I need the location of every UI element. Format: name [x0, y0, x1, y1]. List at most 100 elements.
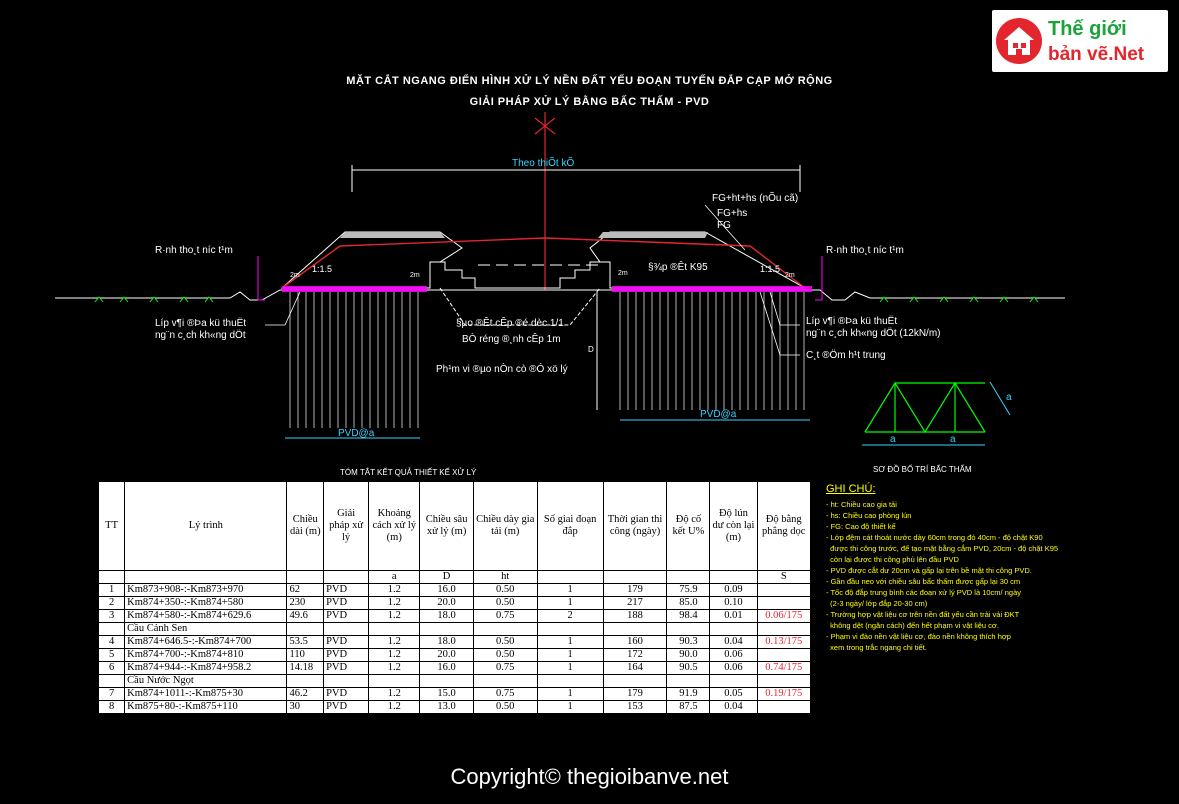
table-cell: PVD — [323, 583, 370, 597]
table-cell: 20.0 — [419, 648, 474, 662]
table-cell: Km875+80-:-Km875+110 — [124, 700, 288, 714]
table-cell: 1 — [536, 661, 604, 675]
table-header-row: TT Lý trình Chiều dài (m) Giải pháp xử l… — [97, 481, 811, 571]
table-cell: 179 — [602, 687, 668, 701]
header-thoi-gian: Thời gian thi công (ngày) — [602, 481, 668, 571]
table-cell: 0.50 — [472, 635, 538, 649]
table-cell — [472, 622, 538, 636]
table-cell: 14.18 — [286, 661, 325, 675]
label-geotextile-right-1: Líp v¶i ®Þa kü thuËt — [806, 316, 898, 327]
excavation-limit — [439, 287, 601, 326]
table-cell: 3 — [97, 609, 126, 623]
header-ly-trinh: Lý trình — [124, 481, 288, 571]
table-cell: 1.2 — [368, 635, 421, 649]
label-slope-right: 1:1.5 — [760, 264, 781, 274]
table-cell: 153 — [602, 700, 668, 714]
table-cell: 90.3 — [666, 635, 711, 649]
label-ranh-right: R·nh tho¸t n­íc t¹m — [826, 245, 904, 256]
table-cell: 62 — [286, 583, 325, 597]
table-cell — [97, 622, 126, 636]
header-chieu-sau: Chiều sâu xử lý (m) — [419, 481, 474, 571]
house-icon — [996, 18, 1042, 64]
note-item: - Trường hợp vật liệu cơ trên nền đất yế… — [826, 610, 1020, 619]
label-scheme-a3: a — [1006, 392, 1012, 403]
table-cell: 13.0 — [419, 700, 474, 714]
note-item: được thi công trước, để tạo mặt bằng cắm… — [826, 544, 1059, 553]
note-item: (2-3 ngày/ lớp đắp 20-30 cm) — [826, 599, 928, 608]
table-cell — [323, 674, 370, 688]
logo-text-line1: Thế giới — [1048, 18, 1127, 40]
note-item: không dệt (ngăn cách) đến hết phạm vi vậ… — [826, 621, 999, 630]
note-item: - Lớp đệm cát thoát nước dày 60cm trong … — [826, 533, 1043, 542]
grass-marks — [94, 296, 1039, 303]
table-cell: 87.5 — [666, 700, 711, 714]
table-cell: 0.50 — [472, 648, 538, 662]
table-cell: 0.75 — [472, 661, 538, 675]
table-cell: 1.2 — [368, 687, 421, 701]
note-item: còn lại được thi công phủ lên đầu PVD — [826, 555, 959, 564]
table-cell: 110 — [286, 648, 325, 662]
table-cell: 1 — [536, 635, 604, 649]
note-item: - ht: Chiều cao gia tải — [826, 500, 897, 509]
table-cell: 6 — [97, 661, 126, 675]
left-pavement — [340, 232, 445, 238]
header-so-giai-doan: Số giai đoạn đắp — [536, 481, 604, 571]
table-cell: 0.19/175 — [756, 687, 811, 701]
table-cell: 16.0 — [419, 661, 474, 675]
table-cell — [602, 674, 668, 688]
table-cell: Km874+700-:-Km874+810 — [124, 648, 288, 662]
label-theo-thiet-ke: Theo thiÕt kÕ — [512, 158, 575, 169]
table-cell: 179 — [602, 583, 668, 597]
table-cell — [602, 622, 668, 636]
table-cell — [536, 674, 604, 688]
table-cell: 98.4 — [666, 609, 711, 623]
table-cell — [323, 622, 370, 636]
table-cell: 5 — [97, 648, 126, 662]
table-cell: 0.50 — [472, 596, 538, 610]
table-cell: 15.0 — [419, 687, 474, 701]
table-caption: TÓM TẮT KẾT QUẢ THIẾT KẾ XỬ LÝ — [340, 468, 477, 477]
table-cell: 1.2 — [368, 648, 421, 662]
table-cell: 1 — [536, 583, 604, 597]
label-dao-dat: §µo ®Êt cÊp ®é dèc 1/1 — [456, 318, 564, 329]
table-cell — [756, 700, 811, 714]
table-row: Cầu Nước Ngọt — [97, 674, 811, 688]
header-chieu-dai: Chiều dài (m) — [286, 481, 325, 571]
table-cell: 4 — [97, 635, 126, 649]
table-cell: PVD — [323, 661, 370, 675]
table-cell — [756, 596, 811, 610]
table-cell — [368, 674, 421, 688]
logo-text-line2: bản vẽ.Net — [1048, 44, 1145, 65]
table-cell: 53.5 — [286, 635, 325, 649]
table-cell: PVD — [323, 700, 370, 714]
table-cell — [756, 583, 811, 597]
note-item: - Phạm vi đào nền vật liệu cơ, đào nền k… — [826, 632, 1011, 641]
table-cell: 7 — [97, 687, 126, 701]
sand-blanket-left — [282, 286, 427, 292]
table-cell — [419, 674, 474, 688]
design-fill-line — [281, 237, 806, 289]
label-scheme-a1: a — [890, 434, 896, 445]
table-cell: Km874+1011-:-Km875+30 — [124, 687, 288, 701]
note-item: - hs: Chiều cao phòng lún — [826, 511, 912, 520]
table-cell: PVD — [323, 609, 370, 623]
cross-section-drawing — [55, 112, 1065, 446]
table-cell: 75.9 — [666, 583, 711, 597]
site-logo[interactable]: Thế giới bản vẽ.Net — [992, 10, 1168, 72]
table-cell: 160 — [602, 635, 668, 649]
table-cell — [419, 622, 474, 636]
table-cell: 0.09 — [709, 583, 758, 597]
copyright-text: Copyright© thegioibanve.net — [450, 764, 729, 789]
label-pham-vi: Ph¹m vi ®µo nÒn cò ®Ó xö lý — [436, 364, 568, 375]
label-geotextile-right-2: ng¨n c¸ch kh«ng dÖt (12kN/m) — [806, 328, 941, 339]
table-cell — [709, 622, 758, 636]
table-cell — [756, 674, 811, 688]
label-width-left2: 2m — [410, 272, 420, 279]
table-cell — [536, 622, 604, 636]
table-cell: Cầu Nước Ngọt — [124, 674, 288, 688]
note-item: - PVD được cắt dư 20cm và gấp lại trên b… — [826, 566, 1032, 575]
ditch-left-marker — [257, 256, 265, 301]
